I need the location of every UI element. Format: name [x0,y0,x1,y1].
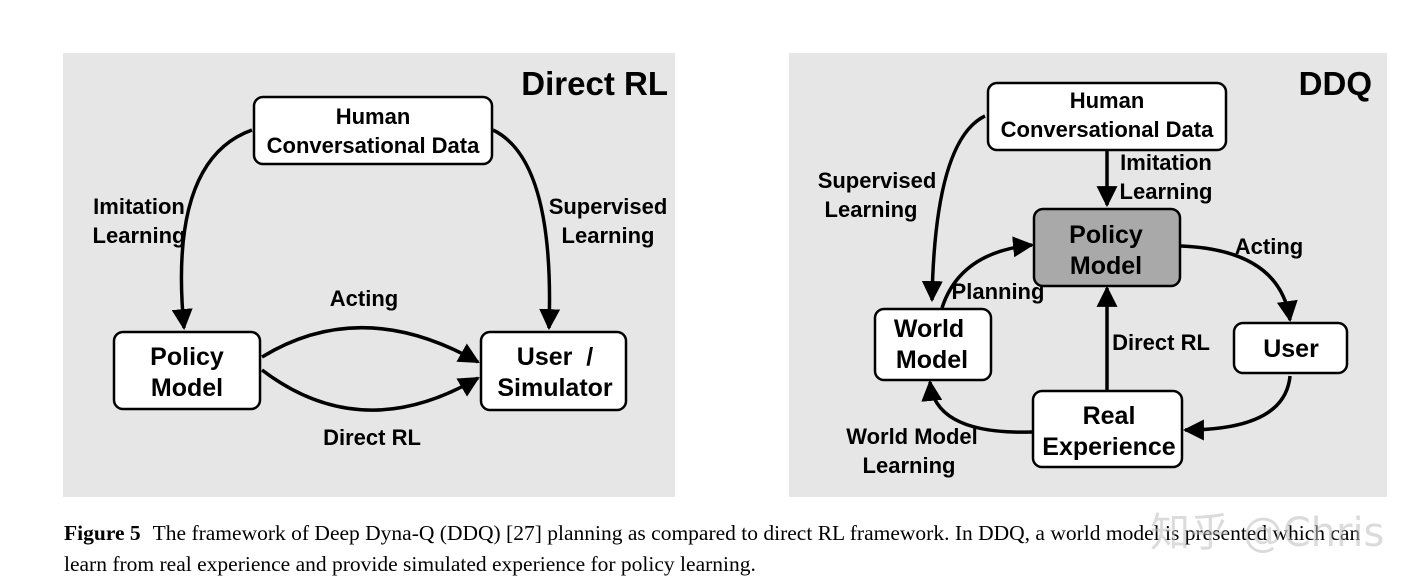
left-edge-direct-rl [260,368,480,412]
figure-caption-label: Figure 5 [64,521,141,545]
right-label-acting: Acting [1235,234,1303,259]
right-node-human-data: Human Conversational Data [986,81,1228,152]
right-node-user: User [1232,321,1349,375]
right-panel-ddq: DDQ Human Conversational Data Policy Mod… [789,53,1387,497]
left-edge-imitation-learning [171,128,253,331]
figure-caption-text: The framework of Deep Dyna-Q (DDQ) [27] … [64,521,1361,576]
right-label-world-model-learning-line1: World Model [846,424,978,449]
right-edge-acting [1180,244,1298,323]
left-edges [171,128,561,412]
right-policy-model-line2: Model [1070,252,1142,280]
left-human-data-line2: Conversational Data [267,133,480,158]
left-label-supervised-line2: Learning [562,223,655,248]
right-edge-planning [940,236,1035,309]
left-human-data-line1: Human [336,104,411,129]
right-edge-world-model-learning [921,379,1033,434]
left-node-human-data: Human Conversational Data [252,95,494,166]
right-label-supervised-line1: Supervised [818,168,937,193]
left-edge-acting [261,326,480,364]
left-node-user-simulator: User / Simulator [479,330,628,412]
right-label-planning: Planning [952,279,1045,304]
left-user-simulator-line2: Simulator [497,374,613,402]
right-label-supervised-line2: Learning [825,197,918,222]
right-node-policy-model: Policy Model [1032,207,1182,288]
right-policy-model-line1: Policy [1069,221,1143,249]
right-edge-user-to-experience [1182,375,1292,441]
left-label-imitation-line2: Learning [93,223,186,248]
right-user-label: User [1263,335,1319,363]
right-world-model-line2: Model [896,346,968,374]
left-policy-model-line2: Model [151,374,223,402]
right-edges [921,114,1298,441]
right-world-model-line1: World [894,315,964,343]
left-panel-title: Direct RL [521,65,668,102]
right-label-direct-rl: Direct RL [1112,330,1210,355]
left-user-simulator-line1: User / [517,343,593,371]
left-panel-direct-rl: Direct RL Human Conversational Data Poli… [63,53,675,497]
right-label-imitation-line2: Learning [1120,179,1213,204]
left-label-supervised-line1: Supervised [549,194,668,219]
left-label-direct-rl: Direct RL [323,425,421,450]
right-panel-title: DDQ [1299,65,1372,102]
right-node-world-model: World Model [873,307,993,382]
right-label-imitation-line1: Imitation [1120,150,1212,175]
right-human-data-line1: Human [1070,88,1145,113]
right-edge-supervised-learning [921,114,986,303]
left-node-policy-model: Policy Model [112,330,262,411]
left-edge-supervised-learning [492,128,561,331]
right-node-real-experience: Real Experience [1031,389,1184,469]
left-label-acting: Acting [330,286,398,311]
right-label-world-model-learning-line2: Learning [863,453,956,478]
right-real-experience-line2: Experience [1042,433,1176,461]
left-policy-model-line1: Policy [150,343,224,371]
left-label-imitation-line1: Imitation [93,194,185,219]
right-real-experience-line1: Real [1083,402,1136,430]
right-human-data-line2: Conversational Data [1001,117,1214,142]
